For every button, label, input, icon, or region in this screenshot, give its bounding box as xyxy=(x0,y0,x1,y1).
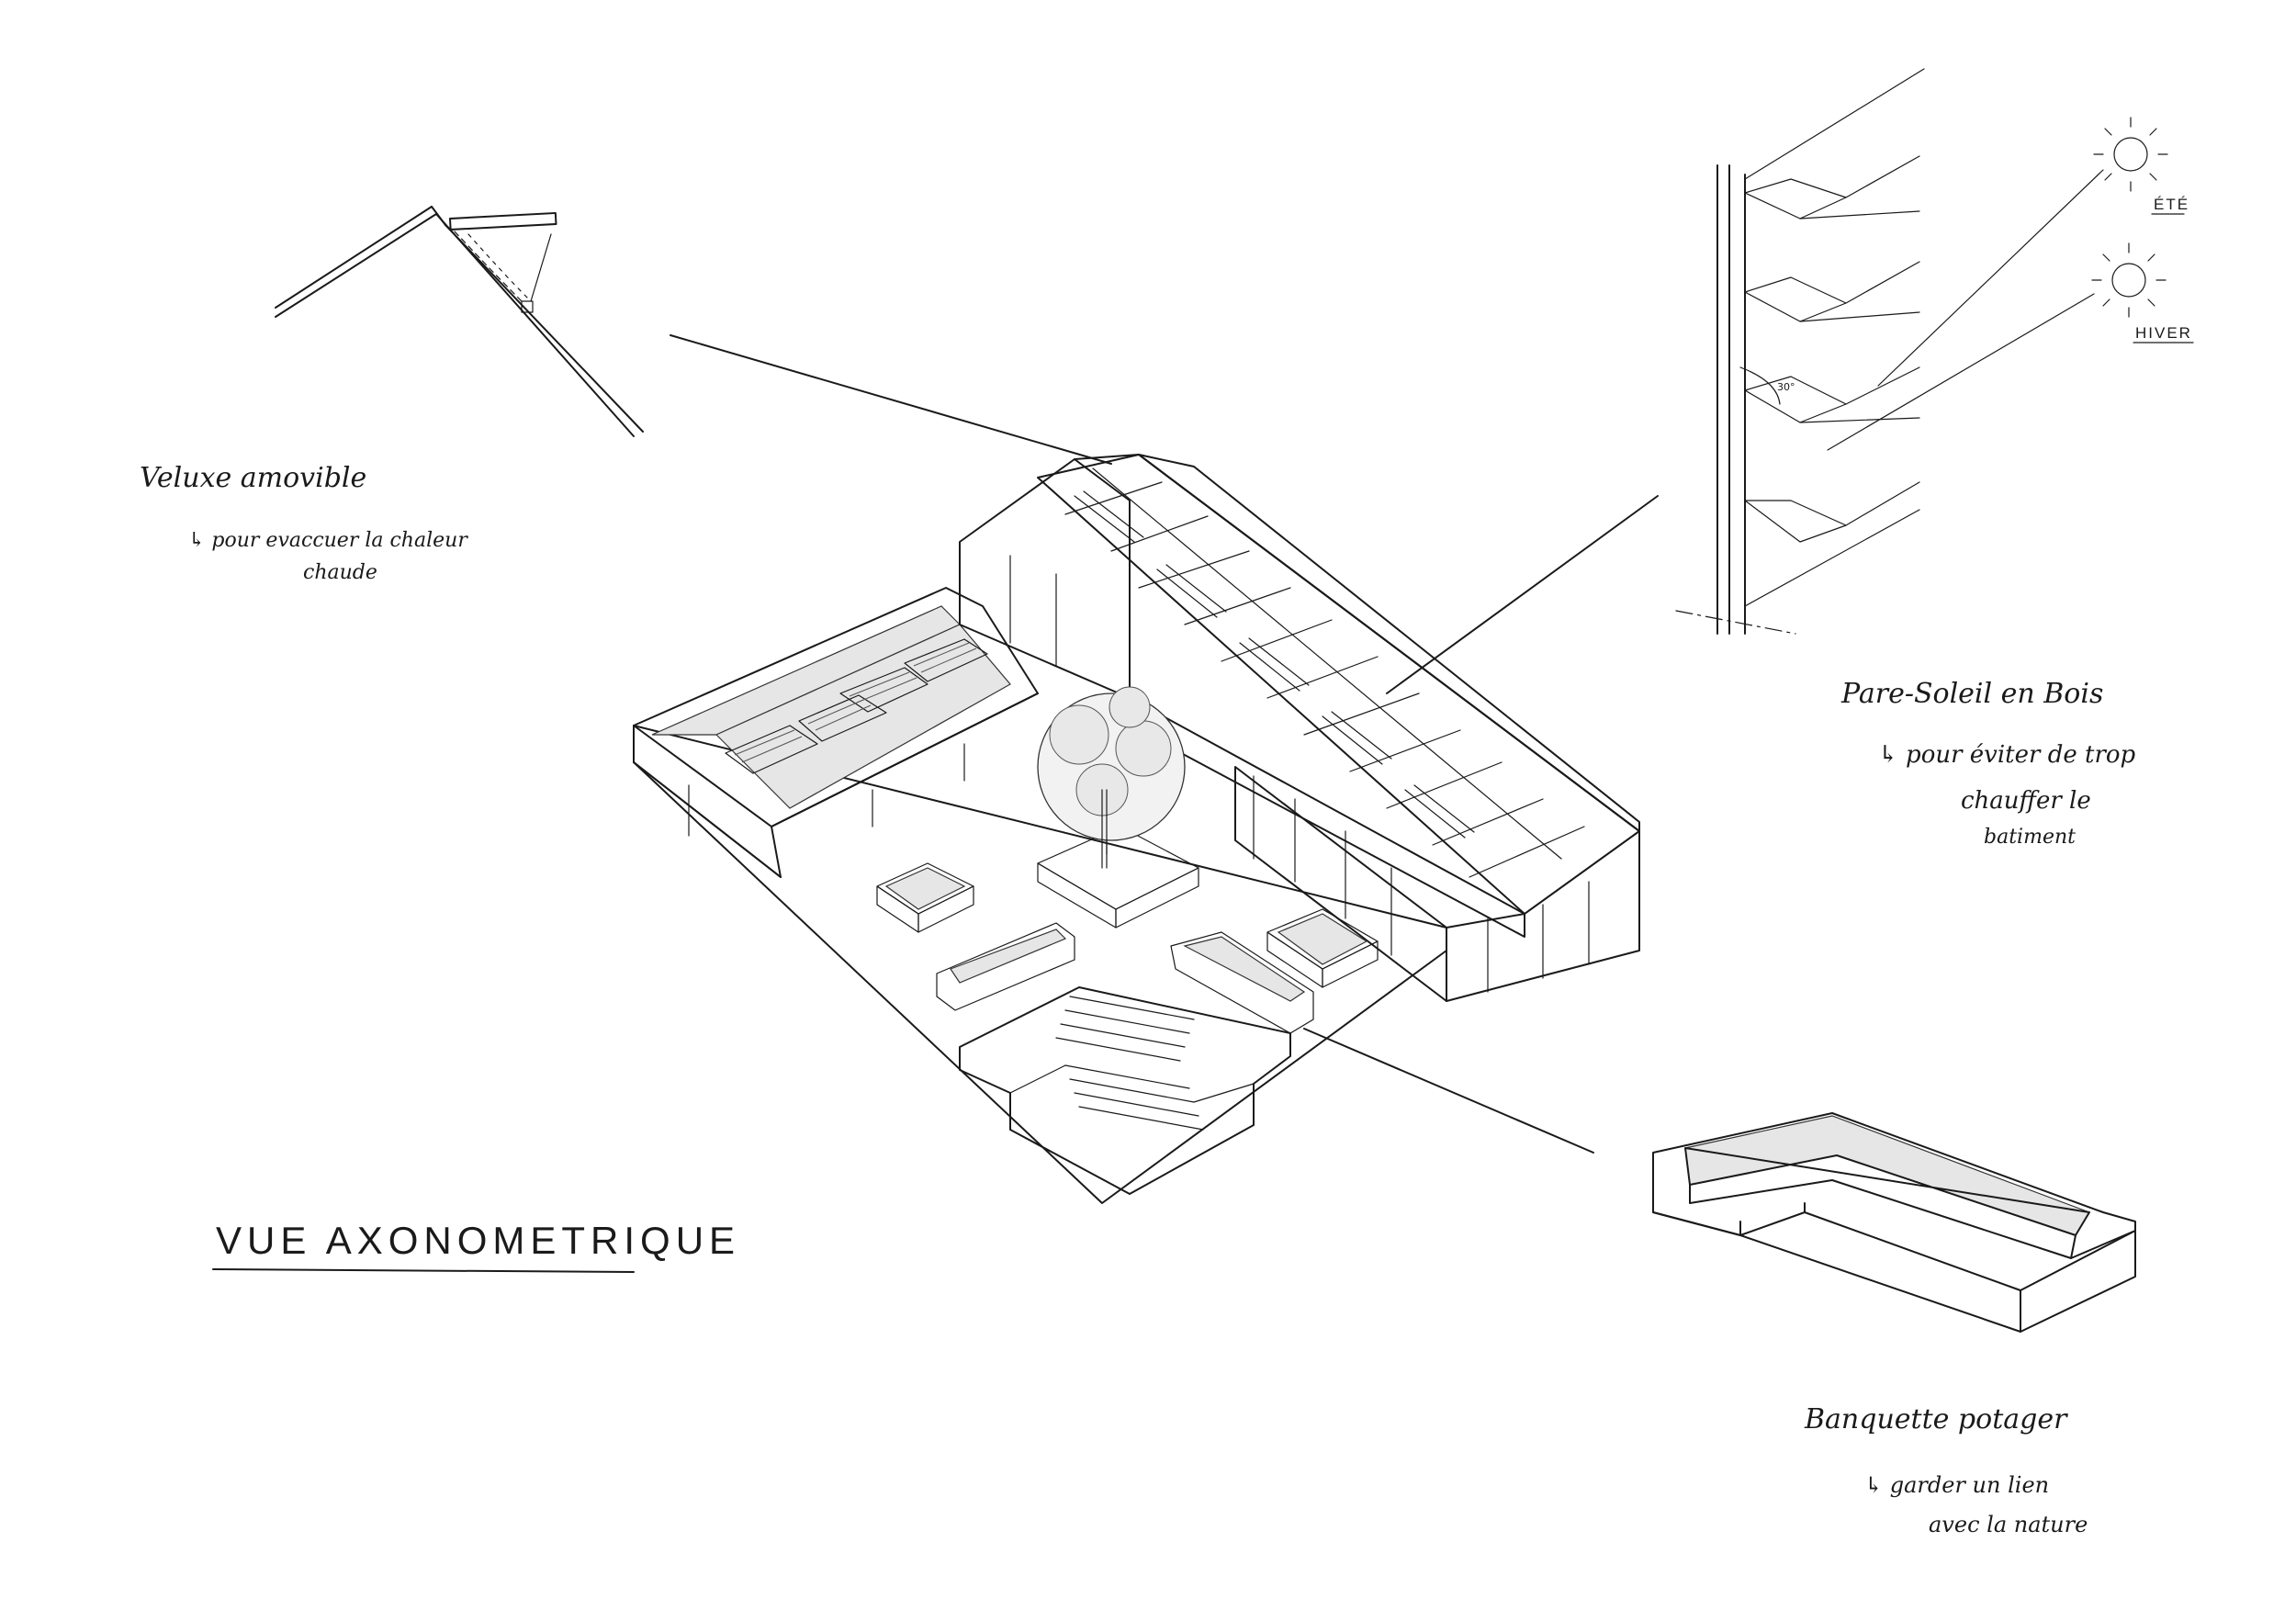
veluxe-note-line2: chaude xyxy=(303,561,377,584)
veluxe-note-line1: ↳ pour evaccuer la chaleur xyxy=(188,529,468,552)
veluxe-leader-line xyxy=(670,334,1112,465)
left-wing-green-roof xyxy=(633,587,1039,878)
courtyard xyxy=(876,686,1379,1034)
banquette-title: Banquette potager xyxy=(1804,1403,2068,1435)
tree-icon xyxy=(1037,686,1186,869)
banquette-note-line2: avec la nature xyxy=(1929,1512,2088,1537)
summer-sun-ray xyxy=(1877,169,2104,387)
pare-soleil-note-line2: chauffer le xyxy=(1961,787,2091,815)
entrance-steps xyxy=(959,986,1291,1195)
banquette-leader-line xyxy=(1303,1028,1594,1154)
roof-panels xyxy=(1037,467,1585,915)
view-title-underline xyxy=(212,1268,635,1273)
wood-louvers xyxy=(1744,155,1920,543)
veluxe-detail xyxy=(275,206,1112,465)
angle-label: 30° xyxy=(1777,381,1795,393)
banquette-note-line1: ↳ garder un lien xyxy=(1864,1472,2049,1498)
pare-soleil-note-line1: ↳ pour éviter de trop xyxy=(1878,741,2136,769)
banquette-detail xyxy=(1652,1112,2136,1333)
pare-soleil-title: Pare-Soleil en Bois xyxy=(1840,678,2103,710)
winter-sun-icon xyxy=(2091,242,2167,318)
pare-soleil-annotation: Pare-Soleil en Bois ↳ pour éviter de tro… xyxy=(1840,678,2136,849)
pare-soleil-detail: 30° ÉTÉ xyxy=(1386,68,2194,694)
greenhouse-block xyxy=(959,454,1640,1002)
rooftop-planters xyxy=(725,638,988,774)
winter-sun-ray xyxy=(1827,293,2095,451)
axonometric-building xyxy=(633,454,1640,1204)
view-title: VUE AXONOMETRIQUE xyxy=(216,1219,740,1262)
summer-sun-icon xyxy=(2093,117,2168,192)
winter-label: HIVER xyxy=(2135,324,2192,342)
veluxe-annotation: Veluxe amovible ↳ pour evaccuer la chale… xyxy=(140,462,468,584)
view-title-block: VUE AXONOMETRIQUE xyxy=(212,1219,740,1273)
veluxe-title: Veluxe amovible xyxy=(140,462,366,494)
summer-label: ÉTÉ xyxy=(2154,196,2189,213)
pare-soleil-note-line3: batiment xyxy=(1984,826,2076,849)
pare-soleil-leader-line xyxy=(1386,495,1659,694)
banquette-annotation: Banquette potager ↳ garder un lien avec … xyxy=(1804,1403,2088,1537)
